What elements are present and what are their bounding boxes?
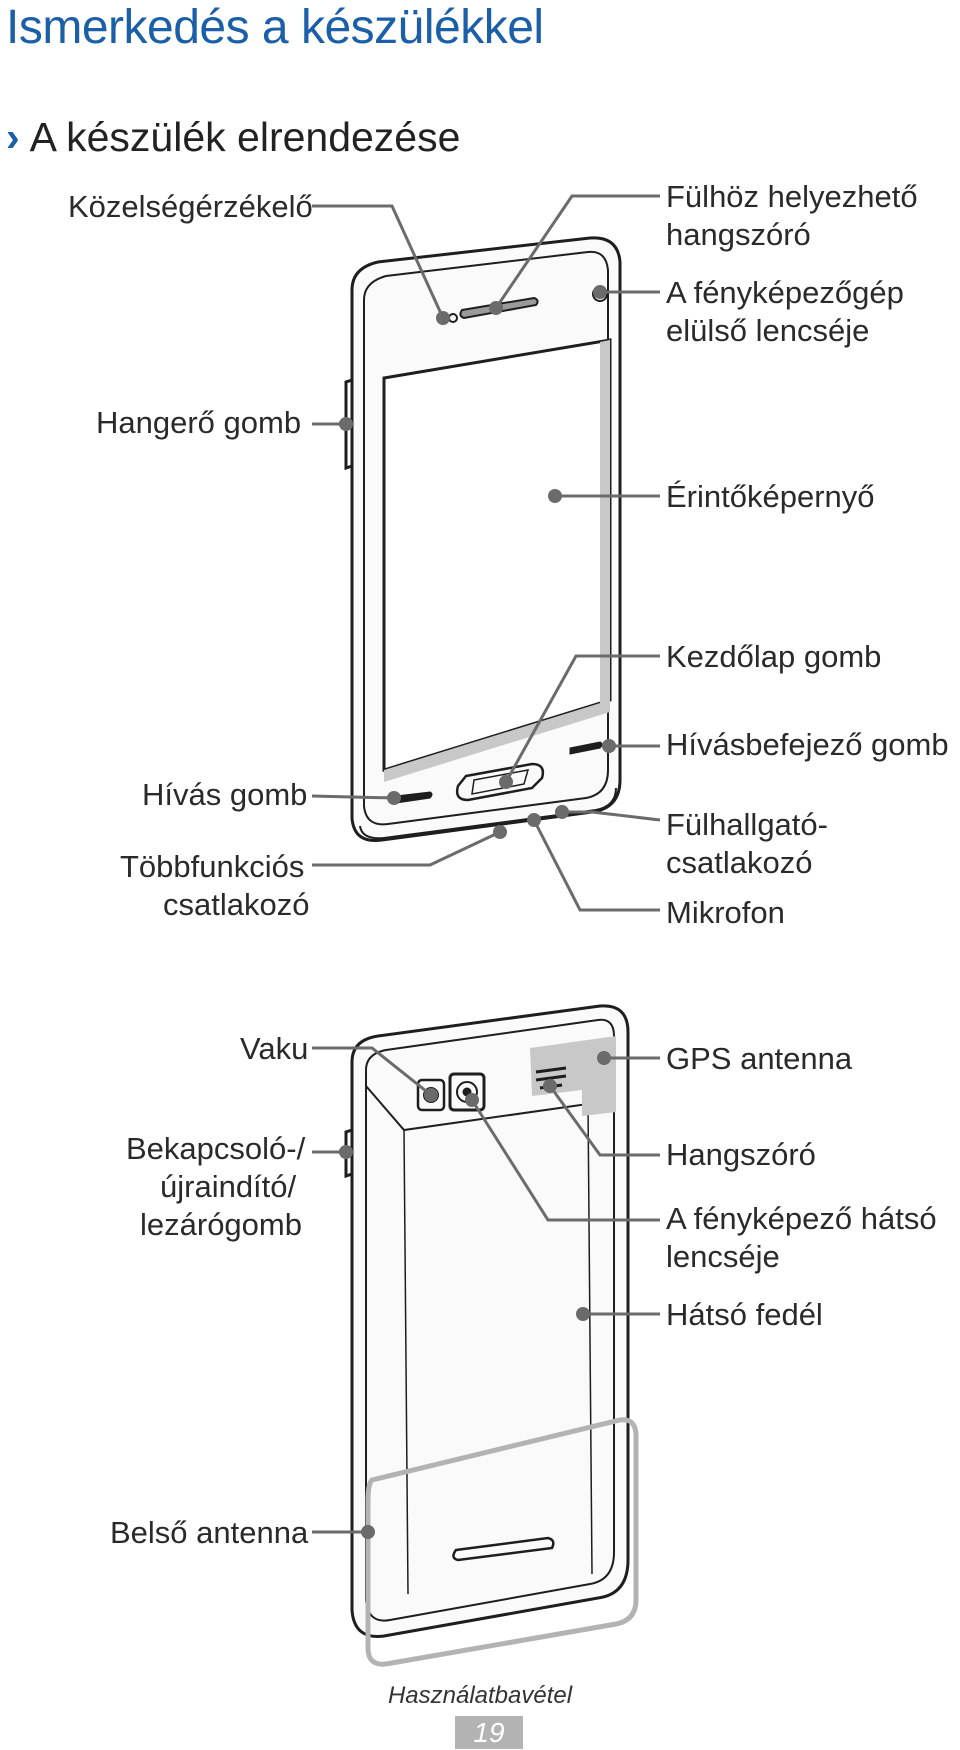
chevron-right-icon: › (6, 114, 20, 160)
label-rear-camera-line2: lencséje (666, 1239, 780, 1274)
label-back-cover: Hátsó fedél (666, 1297, 823, 1332)
label-power-key-line1: Bekapcsoló-/ (126, 1131, 306, 1166)
label-home-key: Kezdőlap gomb (666, 639, 882, 674)
label-power-key-line3: lezárógomb (140, 1207, 302, 1242)
label-multifunction-line1: Többfunkciós (120, 849, 305, 884)
label-multifunction-line2: csatlakozó (163, 887, 310, 922)
label-headset-jack-line1: Fülhallgató- (666, 807, 828, 842)
chapter-title: Ismerkedés a készülékkel (6, 1, 544, 54)
label-call-key: Hívás gomb (142, 777, 308, 812)
label-speaker: Hangszóró (666, 1137, 816, 1172)
section-title-text: A készülék elrendezése (29, 114, 461, 160)
label-volume-key: Hangerő gomb (96, 405, 302, 440)
label-touch-screen: Érintőképernyő (666, 479, 875, 514)
label-end-key: Hívásbefejező gomb (666, 727, 949, 762)
label-front-camera-line2: elülső lencséje (666, 313, 870, 348)
front-leader-lines (311, 194, 661, 912)
back-leader-dots (339, 1051, 611, 1539)
label-proximity-sensor: Közelségérzékelő (68, 189, 313, 224)
section-title: ›A készülék elrendezése (6, 114, 460, 161)
label-rear-camera-line1: A fényképező hátsó (666, 1201, 937, 1236)
front-phone (344, 236, 622, 843)
back-phone (344, 1004, 630, 1638)
footer-section: Használatbavétel (387, 1682, 573, 1709)
label-headset-jack-line2: csatlakozó (666, 845, 813, 880)
label-front-camera-line1: A fényképezőgép (666, 275, 904, 310)
front-leader-dots (339, 285, 616, 839)
internal-antenna-outline (365, 1417, 639, 1667)
label-internal-antenna: Belső antenna (110, 1515, 309, 1550)
label-flash: Vaku (240, 1031, 309, 1066)
label-earpiece-line1: Fülhöz helyezhető (666, 179, 918, 214)
page-number: 19 (455, 1716, 523, 1749)
label-earpiece-line2: hangszóró (666, 217, 811, 252)
label-power-key-line2: újraindító/ (160, 1169, 297, 1204)
label-gps-antenna: GPS antenna (666, 1041, 853, 1076)
label-microphone: Mikrofon (666, 895, 785, 930)
